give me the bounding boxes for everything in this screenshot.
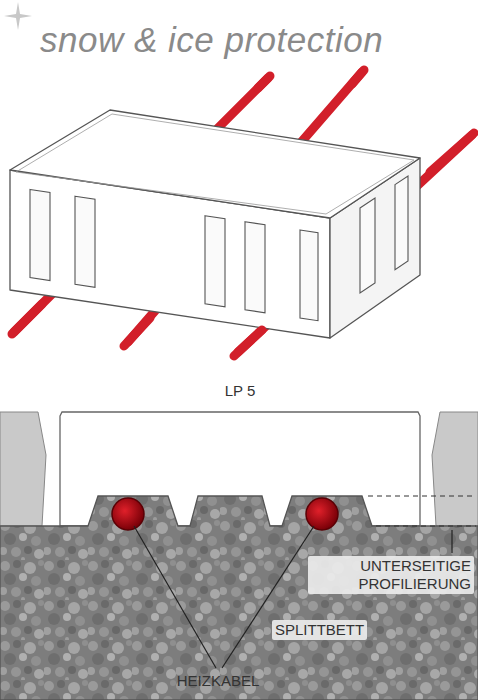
block-rib	[395, 176, 408, 270]
block-rib	[360, 198, 375, 293]
block-rib	[300, 230, 318, 321]
leader-lines	[134, 526, 452, 668]
cable-sections	[112, 498, 338, 530]
paver-block	[10, 110, 420, 338]
title: snow & ice protection	[40, 20, 383, 60]
dimension-dashes	[368, 496, 476, 526]
part-label: HEIZKABEL	[177, 672, 260, 690]
block-rib	[245, 222, 265, 313]
part-label: UNTERSEITIGE PROFILIERUNG	[308, 556, 474, 594]
cable-stubs	[12, 70, 474, 356]
block-rib	[205, 216, 225, 307]
block-rib	[75, 196, 95, 287]
gravel-bed	[0, 496, 478, 700]
part-label: SPLITTBETT	[272, 620, 367, 640]
block-rib	[30, 190, 50, 281]
sparkle	[4, 2, 32, 30]
part-name: LP 5	[225, 382, 256, 400]
block-ribs	[30, 176, 408, 321]
